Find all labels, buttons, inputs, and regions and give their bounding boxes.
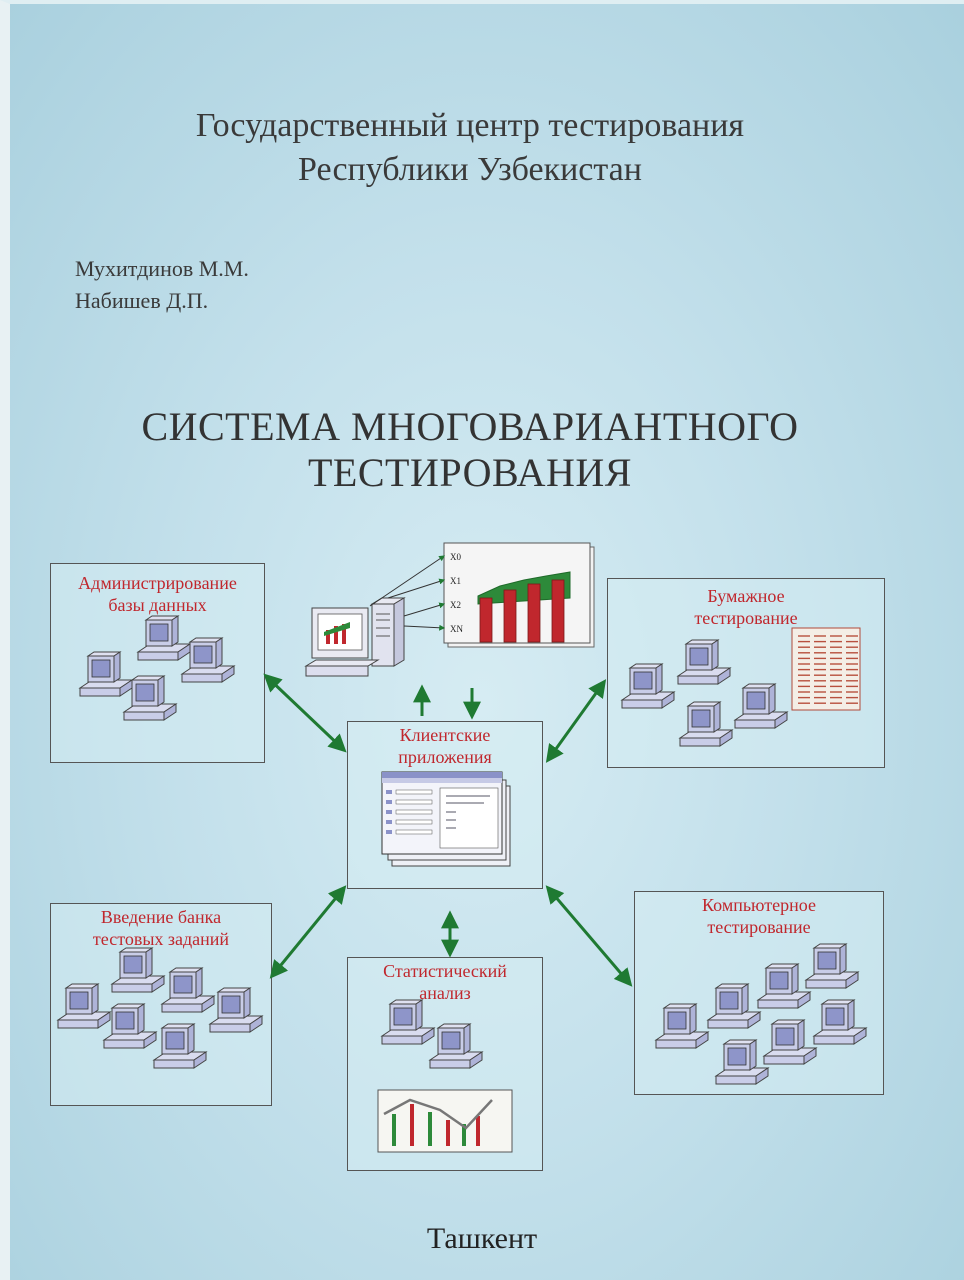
organization-line-2: Республики Узбекистан <box>298 151 642 188</box>
book-title-line-2: ТЕСТИРОВАНИЯ <box>308 450 632 495</box>
computer-testing-computers <box>655 943 867 1085</box>
computer-icon <box>813 999 867 1045</box>
x-label-2: X2 <box>450 600 461 610</box>
computer-icon <box>429 1023 483 1069</box>
computer-icon <box>734 683 788 729</box>
app-window-icon <box>381 771 511 867</box>
stats-label-1: Статистический <box>383 961 507 981</box>
arrow-bank-client <box>269 885 347 979</box>
arrow-admin-client <box>263 673 347 753</box>
computer-icon <box>103 1003 157 1049</box>
client-label-2: приложения <box>398 747 492 767</box>
computer-icon <box>757 963 811 1009</box>
computer-icon <box>153 1023 207 1069</box>
book-title-line-1: СИСТЕМА МНОГОВАРИАНТНОГО <box>141 404 799 449</box>
arrow-client-computer <box>545 885 633 987</box>
computer-icon <box>57 983 111 1029</box>
computer-icon <box>655 1003 709 1049</box>
stats-computers <box>381 999 483 1069</box>
x-label-n: XN <box>450 624 463 634</box>
computer-icon <box>715 1039 769 1085</box>
x-label-0: X0 <box>450 552 461 562</box>
box-computer-testing: Компьютерное тестирование <box>634 891 884 1095</box>
computer-icon <box>677 639 731 685</box>
computer-icon <box>805 943 859 989</box>
computer-label-1: Компьютерное <box>702 895 816 915</box>
computer-icon <box>161 967 215 1013</box>
bank-label-2: тестовых заданий <box>92 929 230 949</box>
bank-label-1: Введение банка <box>100 907 222 927</box>
organization-line-1: Государственный центр тестирования <box>195 107 745 144</box>
client-label-1: Клиентские <box>399 725 491 745</box>
computer-icon <box>707 983 761 1029</box>
paper-label-1: Бумажное <box>707 586 785 606</box>
stats-label-2: анализ <box>419 983 471 1003</box>
computer-icon <box>209 987 263 1033</box>
computer-icon <box>679 701 733 747</box>
answer-sheet-icon <box>791 627 861 711</box>
computer-icon <box>181 637 235 683</box>
box-admin: Администрирование базы данных <box>50 563 265 763</box>
paper-label-2: тестирование <box>694 608 798 628</box>
city: Ташкент <box>426 1222 538 1255</box>
admin-label-2: базы данных <box>108 595 207 615</box>
computer-icon <box>763 1019 817 1065</box>
computer-icon <box>123 675 177 721</box>
bank-computers <box>57 947 263 1069</box>
computer-icon <box>111 947 165 993</box>
admin-computers <box>79 615 235 721</box>
computer-label-2: тестирование <box>707 917 811 937</box>
workstation-connectors <box>369 555 446 631</box>
author-1: Мухитдинов М.М. <box>75 256 249 281</box>
arrow-client-paper <box>545 679 607 763</box>
bar-chart-icon: X0 X1 X2 XN <box>443 542 595 648</box>
x-label-1: X1 <box>450 576 461 586</box>
stats-bar-chart-icon <box>377 1089 513 1153</box>
admin-label-1: Администрирование <box>78 573 237 593</box>
computer-icon <box>79 651 133 697</box>
computer-icon <box>137 615 191 661</box>
author-2: Набишев Д.П. <box>75 288 209 313</box>
workstation-icon <box>304 597 406 677</box>
arrows <box>263 673 633 987</box>
paper-computers <box>621 639 788 747</box>
computer-icon <box>621 663 675 709</box>
computer-icon <box>381 999 435 1045</box>
